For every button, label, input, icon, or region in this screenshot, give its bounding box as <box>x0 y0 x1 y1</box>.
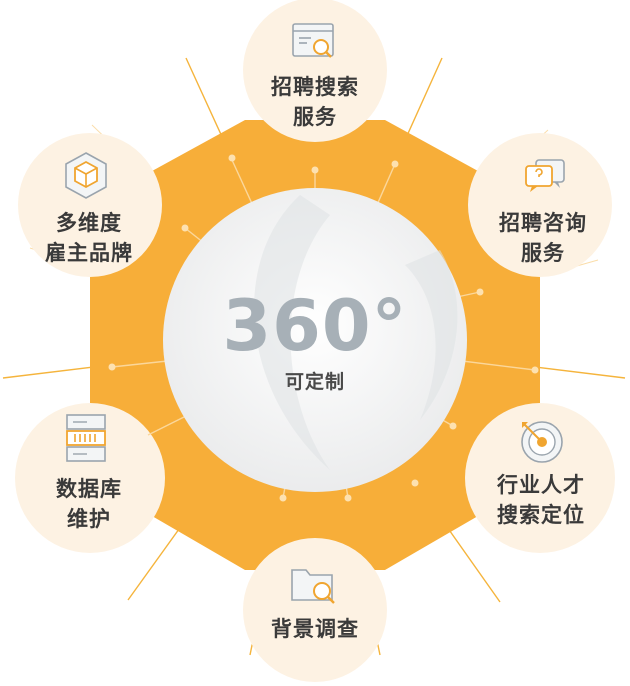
folder-search-icon <box>291 569 335 604</box>
search-window-icon <box>292 23 334 58</box>
service-label-database: 数据库维护 <box>56 477 122 531</box>
center-circle <box>163 188 467 492</box>
cube-icon <box>65 152 107 199</box>
service-label-brand: 多维度雇主品牌 <box>45 211 133 265</box>
service-label-consult: 招聘咨询服务 <box>499 211 587 265</box>
center-value: 360° <box>222 285 408 367</box>
target-arrow-icon <box>521 421 563 463</box>
service-label-background: 背景调查 <box>271 617 359 641</box>
service-label-search: 招聘搜索服务 <box>271 75 359 129</box>
chat-bubbles-icon <box>525 159 565 192</box>
center-caption: 可定制 <box>284 371 345 393</box>
server-icon <box>66 414 106 462</box>
bubble-group <box>15 0 615 682</box>
ray-dots <box>108 154 539 502</box>
service-label-target: 行业人才搜索定位 <box>497 473 585 527</box>
